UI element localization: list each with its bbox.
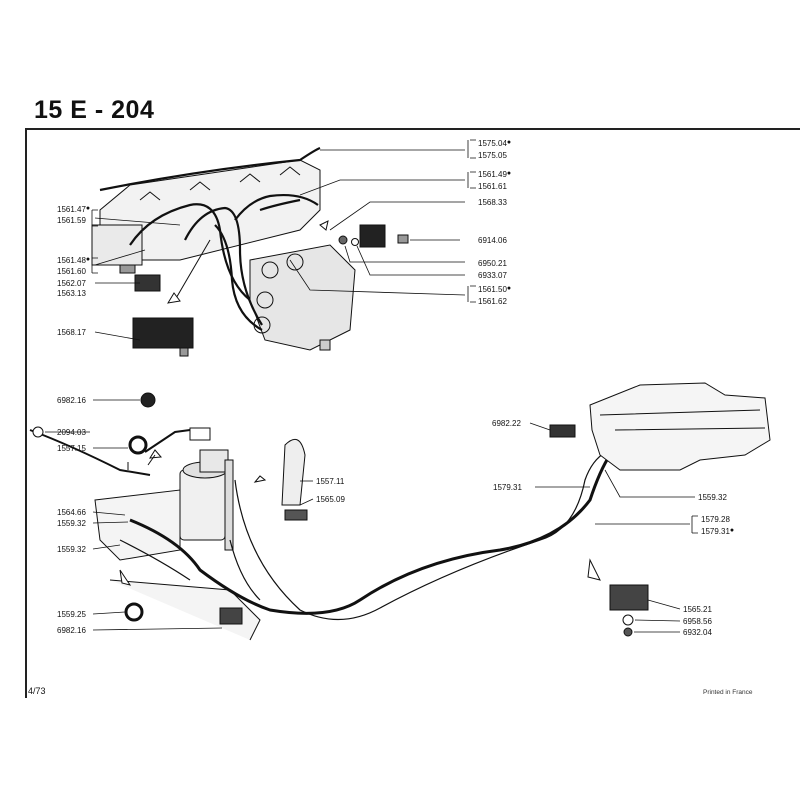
part-label: 6982.16 [57, 396, 86, 405]
part-label: 1561.59 [57, 216, 86, 225]
part-label: 1559.32 [698, 493, 727, 502]
part-label: 1561.48● [57, 256, 91, 265]
page-number: 4/73 [28, 686, 46, 696]
part-label: 6982.22 [492, 419, 521, 428]
marker: ● [506, 170, 512, 177]
part-label: 1561.61 [478, 182, 507, 191]
part-label: 6982.16 [57, 626, 86, 635]
marker: ● [85, 205, 91, 212]
part-label: 1564.66 [57, 508, 86, 517]
part-label: 1561.47● [57, 205, 91, 214]
engine-head-illustration [91, 159, 321, 266]
part-label: 6933.07 [478, 271, 507, 280]
part-label: 1575.04● [478, 139, 512, 148]
banjo-fittings [124, 392, 649, 637]
part-label: 1579.31● [701, 527, 735, 536]
part-label: 1561.60 [57, 267, 86, 276]
leader-lines-top [91, 139, 476, 341]
pump-bolt [119, 264, 161, 292]
marker: ● [506, 139, 512, 146]
part-label: 6950.21 [478, 259, 507, 268]
return-pipes [129, 454, 612, 615]
part-label: 1561.62 [478, 297, 507, 306]
part-label: 1559.25 [57, 610, 86, 619]
part-label: 1568.17 [57, 328, 86, 337]
part-label: 1561.49● [478, 170, 512, 179]
marker: ● [506, 285, 512, 292]
injector-pipes [99, 146, 321, 331]
part-label: 1579.31 [493, 483, 522, 492]
part-label: 1559.32 [57, 519, 86, 528]
part-label: 1575.05 [478, 151, 507, 160]
page-title: 15 E - 204 [34, 96, 155, 124]
marker: ● [85, 256, 91, 263]
part-label: 1568.33 [478, 198, 507, 207]
part-label: 1579.28 [701, 515, 730, 524]
pipe-clamp-left [132, 317, 194, 357]
pipe-clamp-top [338, 224, 409, 248]
part-label: 1559.32 [57, 545, 86, 554]
marker: ● [729, 527, 735, 534]
part-label: 1557.15 [57, 444, 86, 453]
part-label: 6932.04 [683, 628, 712, 637]
printed-note: Printed in France [703, 689, 753, 696]
part-label: 2094.03 [57, 428, 86, 437]
fuel-return-pipe [119, 451, 607, 621]
leader-lines-bottom [45, 399, 698, 633]
part-label: 1565.09 [316, 495, 345, 504]
part-label: 1563.13 [57, 289, 86, 298]
fuel-tank-illustration [589, 382, 771, 471]
part-label: 1565.21 [683, 605, 712, 614]
part-label: 1557.11 [316, 477, 345, 486]
part-label: 1562.07 [57, 279, 86, 288]
part-label: 6914.06 [478, 236, 507, 245]
injection-pump-illustration [249, 244, 356, 351]
engine-block-bottom [94, 489, 261, 641]
frame-top-border [25, 128, 800, 130]
part-label: 6958.56 [683, 617, 712, 626]
fuel-filter-illustration [179, 449, 234, 551]
part-label: 1561.50● [478, 285, 512, 294]
frame-left-border [25, 128, 27, 698]
